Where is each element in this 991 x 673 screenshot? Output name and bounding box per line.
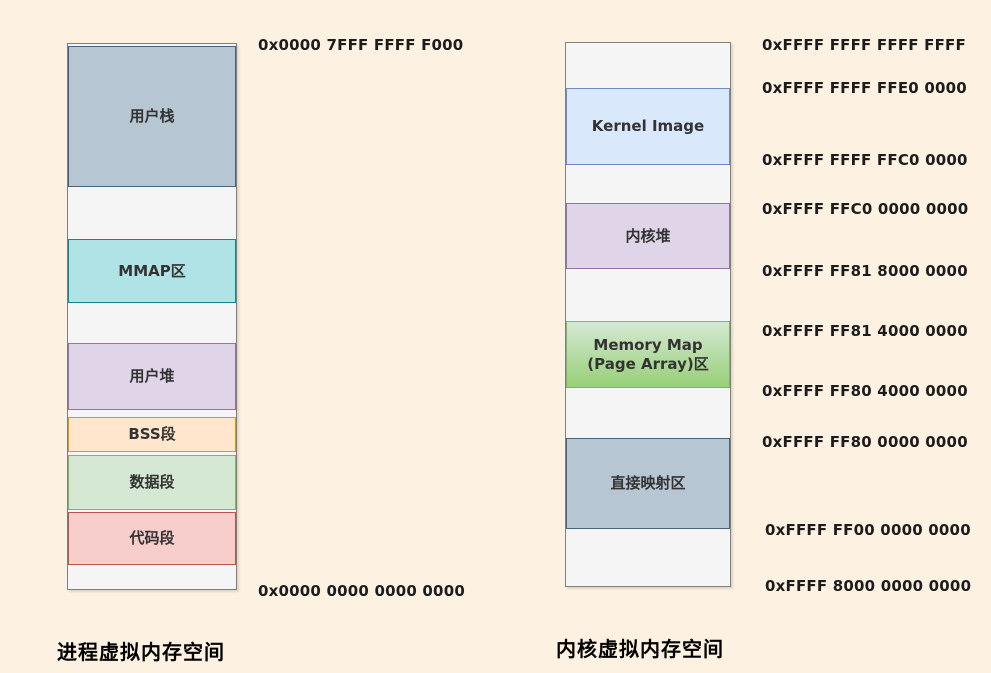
segment-mmap-area-label: MMAP区 — [118, 261, 186, 280]
address-kernel-8: 0xFFFF FF00 0000 0000 — [765, 521, 971, 539]
address-kernel-0: 0xFFFF FFFF FFFF FFFF — [762, 36, 966, 54]
segment-bss-label: BSS段 — [128, 425, 176, 444]
segment-direct-mapping-label: 直接映射区 — [610, 474, 686, 493]
segment-memory-map-label-line1: Memory Map — [593, 335, 703, 354]
segment-code: 代码段 — [68, 512, 236, 565]
address-user-bottom: 0x0000 0000 0000 0000 — [258, 582, 465, 600]
process-memory-column: 用户栈 MMAP区 用户堆 BSS段 数据段 代码段 — [67, 43, 237, 590]
segment-kernel-heap: 内核堆 — [566, 203, 730, 269]
address-kernel-9: 0xFFFF 8000 0000 0000 — [765, 577, 972, 595]
kernel-memory-column: Kernel Image 内核堆 Memory Map (Page Array)… — [565, 42, 731, 587]
address-user-top: 0x0000 7FFF FFFF F000 — [258, 36, 464, 54]
segment-memory-map-label: Memory Map (Page Array)区 — [587, 336, 708, 374]
segment-direct-mapping: 直接映射区 — [566, 438, 730, 529]
caption-process-memory: 进程虚拟内存空间 — [57, 640, 225, 664]
segment-memory-map-page-array: Memory Map (Page Array)区 — [566, 321, 730, 388]
address-kernel-3: 0xFFFF FFC0 0000 0000 — [762, 200, 969, 218]
segment-data-label: 数据段 — [129, 473, 175, 492]
caption-kernel-memory: 内核虚拟内存空间 — [556, 637, 724, 661]
segment-user-stack: 用户栈 — [68, 46, 236, 187]
segment-code-label: 代码段 — [129, 529, 175, 548]
address-kernel-5: 0xFFFF FF81 4000 0000 — [762, 322, 968, 340]
address-kernel-2: 0xFFFF FFFF FFC0 0000 — [762, 151, 968, 169]
segment-kernel-image-label: Kernel Image — [591, 117, 705, 136]
address-kernel-4: 0xFFFF FF81 8000 0000 — [762, 262, 968, 280]
address-kernel-6: 0xFFFF FF80 4000 0000 — [762, 382, 968, 400]
segment-memory-map-label-line2: (Page Array)区 — [587, 354, 709, 373]
segment-kernel-image: Kernel Image — [566, 88, 730, 165]
segment-data: 数据段 — [68, 455, 236, 510]
segment-mmap-area: MMAP区 — [68, 239, 236, 303]
segment-user-heap-label: 用户堆 — [129, 367, 175, 386]
address-kernel-7: 0xFFFF FF80 0000 0000 — [762, 433, 968, 451]
segment-user-stack-label: 用户栈 — [129, 107, 175, 126]
segment-kernel-heap-label: 内核堆 — [625, 226, 671, 245]
segment-bss: BSS段 — [68, 417, 236, 452]
address-kernel-1: 0xFFFF FFFF FFE0 0000 — [762, 79, 967, 97]
segment-user-heap: 用户堆 — [68, 343, 236, 410]
